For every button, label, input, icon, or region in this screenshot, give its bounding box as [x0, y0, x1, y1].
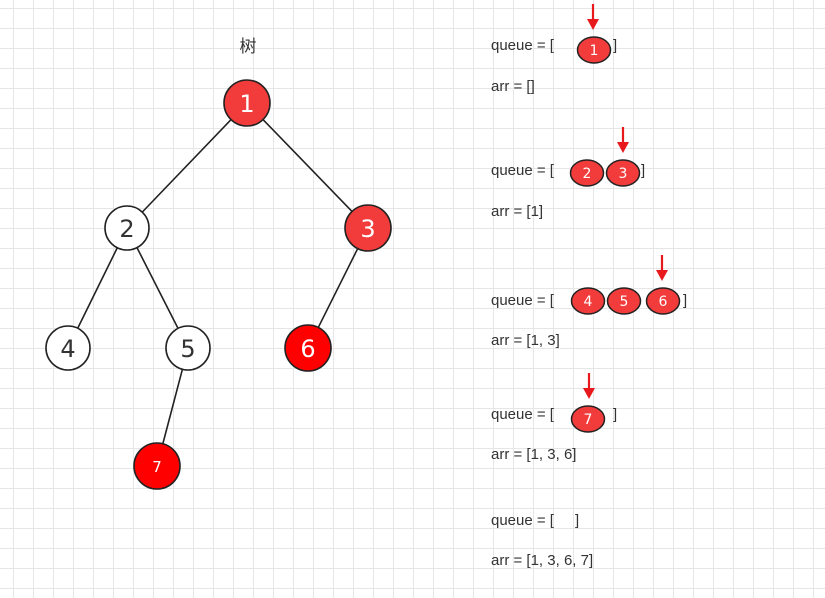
tree-edge-3-6	[317, 248, 359, 328]
queue-node-circle	[570, 405, 606, 433]
tree-node-label: 7	[152, 458, 162, 476]
queue-node-label: 1	[590, 43, 599, 59]
tree-node-circle	[45, 325, 91, 371]
queue-close-2: ]	[641, 162, 646, 179]
tree-edge-1-2	[141, 119, 232, 213]
tree-node-circle	[223, 79, 271, 127]
tree-node-7: 7	[133, 442, 181, 490]
arr-line-1: arr = []	[491, 78, 535, 95]
queue-node-circle	[645, 287, 681, 315]
tree-node-label: 1	[239, 90, 254, 118]
queue-open-1: queue = [	[491, 37, 554, 54]
tree-node-3: 3	[344, 204, 392, 252]
queue-node-label: 5	[620, 294, 629, 310]
arr-line-3: arr = [1, 3]	[491, 332, 560, 349]
tree-node-circle	[133, 442, 181, 490]
queue-node-4: 4	[570, 287, 606, 315]
queue-close-5: ]	[575, 512, 580, 529]
tree-edge-2-4	[76, 247, 119, 329]
queue-node-6: 6	[645, 287, 681, 315]
tree-edges	[76, 118, 359, 444]
queue-open-5: queue = [	[491, 512, 554, 529]
queue-node-circle	[570, 287, 606, 315]
tree-edge-1-3	[262, 118, 353, 213]
queue-close-3: ]	[683, 292, 688, 309]
queue-node-label: 3	[619, 166, 628, 182]
queue-close-4: ]	[613, 406, 618, 423]
queue-node-3: 3	[605, 159, 641, 187]
tree-nodes: 1 2 3 4 5 6 7	[45, 79, 392, 490]
tree-node-2: 2	[104, 205, 150, 251]
pointer-arrow-icon	[583, 373, 595, 399]
pointer-arrow-icon	[617, 127, 629, 153]
tree-node-circle	[104, 205, 150, 251]
queue-node-circle	[606, 287, 642, 315]
tree-node-circle	[165, 325, 211, 371]
tree-node-4: 4	[45, 325, 91, 371]
queue-node-5: 5	[606, 287, 642, 315]
queue-node-label: 7	[584, 412, 593, 428]
queue-close-1: ]	[613, 37, 618, 54]
queue-node-7: 7	[570, 405, 606, 433]
arr-line-2: arr = [1]	[491, 203, 544, 220]
queue-node-1: 1	[576, 36, 612, 64]
queue-node-label: 6	[659, 294, 668, 310]
queue-node-circle	[576, 36, 612, 64]
queue-node-label: 2	[583, 166, 592, 182]
tree-node-label: 5	[180, 335, 195, 363]
tree-edge-5-7	[162, 369, 184, 444]
tree-node-5: 5	[165, 325, 211, 371]
queue-items: 1 2 3 4 5 6 7	[569, 36, 681, 433]
tree-node-1: 1	[223, 79, 271, 127]
queue-pointers	[583, 4, 668, 399]
pointer-arrow-icon	[587, 4, 599, 30]
queue-node-label: 4	[584, 294, 593, 310]
tree-node-label: 2	[119, 215, 134, 243]
queue-node-2: 2	[569, 159, 605, 187]
tree-node-circle	[284, 324, 332, 372]
queue-node-circle	[605, 159, 641, 187]
tree-node-label: 3	[360, 215, 375, 243]
queue-open-4: queue = [	[491, 406, 554, 423]
pointer-arrow-icon	[656, 255, 668, 281]
queue-node-circle	[569, 159, 605, 187]
queue-open-3: queue = [	[491, 292, 554, 309]
tree-node-circle	[344, 204, 392, 252]
tree-title: 树	[239, 37, 257, 57]
arr-line-4: arr = [1, 3, 6]	[491, 446, 577, 463]
tree-node-label: 6	[300, 335, 315, 363]
tree-node-6: 6	[284, 324, 332, 372]
tree-edge-2-5	[136, 247, 179, 329]
tree-node-label: 4	[60, 335, 75, 363]
arr-line-5: arr = [1, 3, 6, 7]	[491, 552, 594, 569]
queue-open-2: queue = [	[491, 162, 554, 179]
